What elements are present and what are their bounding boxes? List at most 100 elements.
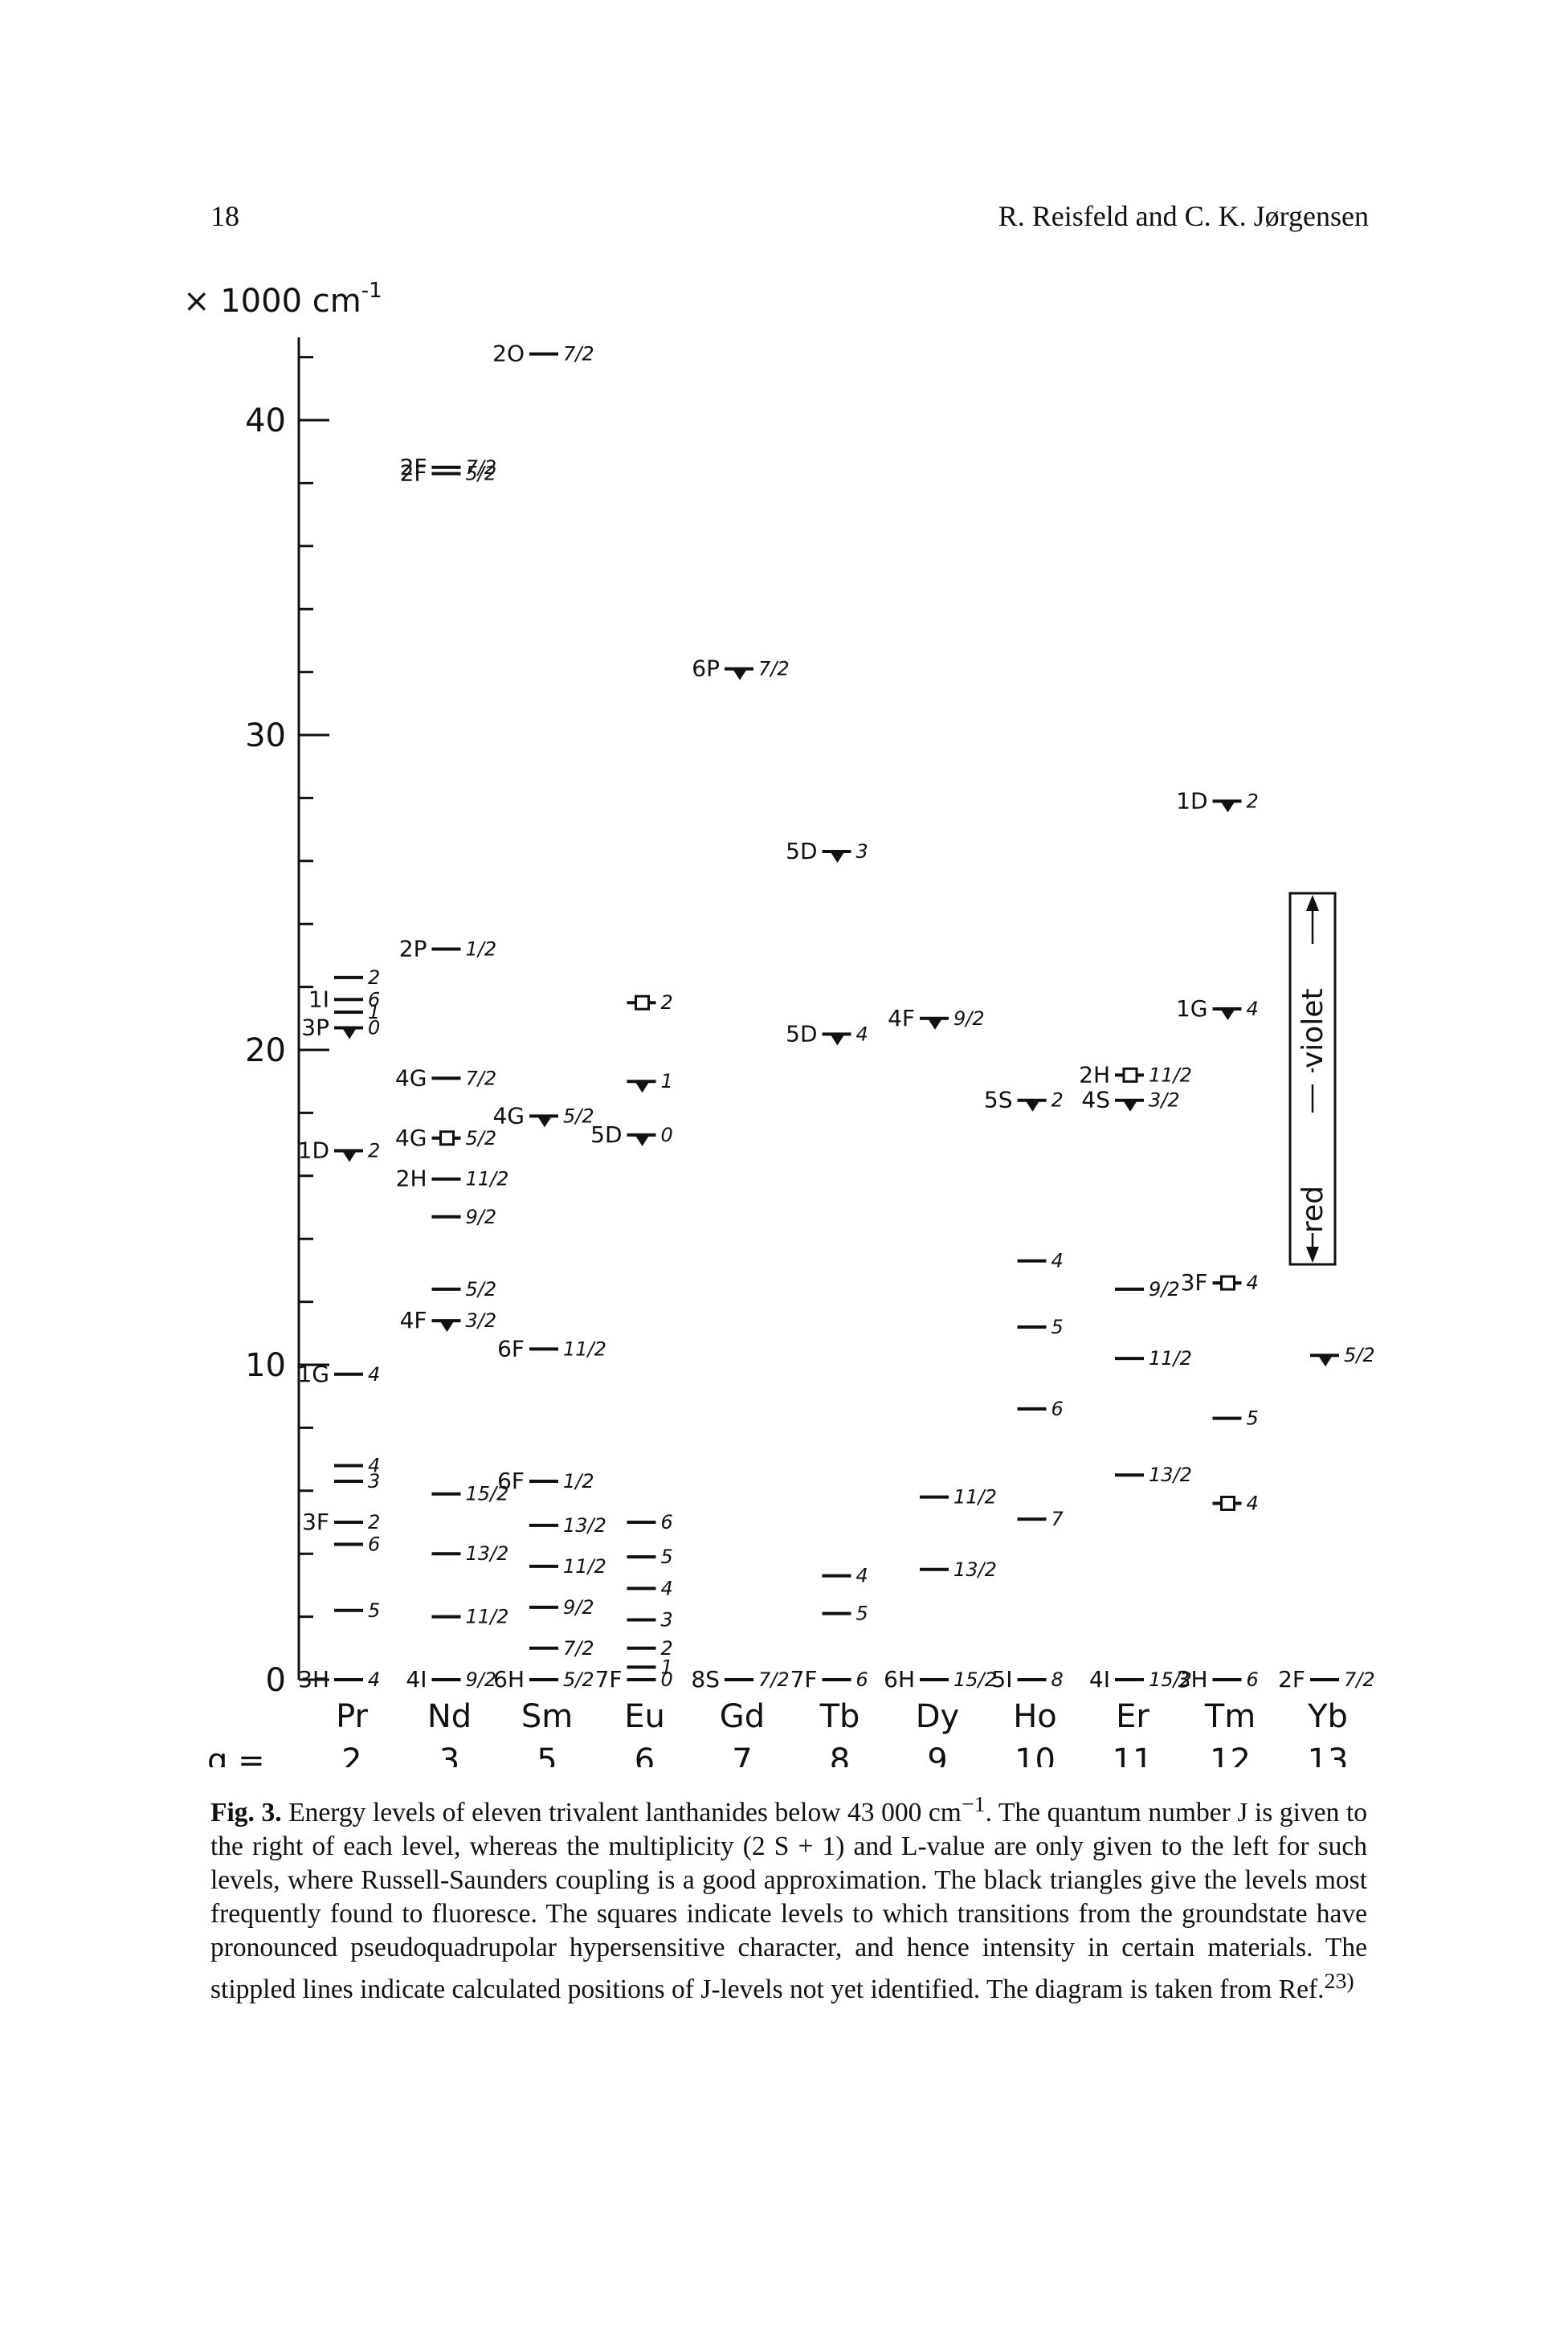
ion-q-label: 9 (927, 1742, 947, 1767)
hypersensitive-square (635, 994, 650, 1011)
energy-level: 5/2 4G (395, 1125, 496, 1151)
energy-level: 13/2 (1115, 1464, 1192, 1486)
energy-level: 6 7F (790, 1666, 868, 1693)
energy-level: 5/24G (492, 1102, 594, 1129)
y-tick-label: 20 (245, 1032, 286, 1069)
level-j-label: 3 (368, 1470, 380, 1493)
level-j-label: 4 (1247, 1492, 1259, 1514)
figure-caption: Fig. 3. Energy levels of eleven trivalen… (210, 1788, 1367, 2007)
level-j-label: 3/2 (1149, 1089, 1180, 1112)
energy-level: 1 (334, 1001, 380, 1023)
level-j-label: 3 (856, 840, 868, 863)
level-j-label: 5 (368, 1599, 380, 1622)
energy-level: 9/24I (406, 1666, 496, 1693)
level-j-label: 5/2 (1344, 1344, 1375, 1366)
level-j-label: 9/2 (953, 1007, 985, 1030)
level-j-label: 7/2 (758, 1668, 790, 1691)
level-j-label: 15/2 (953, 1668, 997, 1691)
level-j-label: 5/2 (466, 1127, 497, 1150)
level-term-label: 2P (399, 936, 427, 962)
y-tick-label: 30 (245, 717, 286, 754)
energy-level: 45D (786, 1020, 868, 1047)
level-j-label: 4 (1051, 1250, 1064, 1272)
level-j-label: 9/2 (563, 1596, 594, 1619)
level-j-label: 0 (661, 1124, 673, 1146)
level-term-label: 5I (991, 1666, 1012, 1693)
level-j-label: 0 (368, 1017, 380, 1039)
ion-element-label: Ho (1013, 1698, 1057, 1735)
energy-level: 25S (984, 1087, 1064, 1113)
hypersensitive-square (1220, 1495, 1235, 1511)
level-term-label: 8S (691, 1666, 720, 1693)
energy-level: 4 (1017, 1250, 1064, 1272)
fluoresce-triangle (342, 1150, 357, 1162)
level-term-label: 4I (406, 1666, 427, 1693)
energy-level: 13/2 (920, 1558, 997, 1581)
page-number: 18 (210, 200, 239, 232)
violet-label: violet (1296, 988, 1329, 1068)
fluoresce-triangle (635, 1081, 650, 1093)
level-term-label: 2F (400, 460, 427, 487)
ion-element-label: Tb (819, 1698, 860, 1735)
energy-level: 15/2 (431, 1483, 509, 1505)
level-j-label: 0 (661, 1668, 673, 1691)
level-term-label: 4G (395, 1125, 427, 1151)
level-term-label: 2F (1278, 1666, 1305, 1693)
level-term-label: 6F (497, 1468, 525, 1494)
caption-text-2: . The quantum number J is given to the r… (210, 1798, 1367, 2005)
y-tick-label: 10 (245, 1347, 286, 1384)
energy-level: 3 (334, 1470, 380, 1493)
level-j-label: 1 (368, 1001, 380, 1023)
level-j-label: 7/2 (466, 456, 497, 479)
level-j-label: 15/2 (466, 1483, 509, 1505)
level-j-label: 6 (661, 1511, 673, 1533)
level-j-label: 6 (1051, 1398, 1064, 1420)
y-tick-label: 0 (266, 1662, 286, 1699)
level-j-label: 7/2 (563, 343, 594, 365)
energy-level: 5 (1017, 1316, 1064, 1338)
level-term-label: 7F (790, 1666, 818, 1693)
energy-level: 07F (595, 1666, 673, 1693)
energy-level: 2 (334, 966, 380, 989)
energy-level: 11/22H (396, 1166, 509, 1192)
ion-element-label: Gd (720, 1698, 765, 1735)
level-j-label: 1/2 (466, 938, 497, 961)
ion-element-label: Eu (624, 1698, 665, 1735)
energy-level: 7 (1017, 1508, 1064, 1530)
arrow-up-head (1306, 895, 1319, 911)
level-term-label: 6P (692, 655, 720, 682)
energy-level: 0 3P (301, 1015, 380, 1041)
hypersensitive-square (1220, 1275, 1235, 1291)
level-term-label: 3P (301, 1015, 329, 1041)
energy-level: 11/2 (529, 1555, 606, 1578)
energy-level: 21D (1176, 787, 1259, 814)
level-term-label: 5D (590, 1121, 622, 1148)
color-bar: violet red (1288, 892, 1337, 1266)
fluoresce-triangle (635, 1134, 650, 1146)
level-j-label: 6 (856, 1668, 868, 1691)
level-j-label: 1/2 (563, 1470, 594, 1493)
level-term-label: 3F (302, 1509, 329, 1535)
level-j-label: 2 (1247, 790, 1259, 812)
energy-level: 6 (334, 1533, 380, 1555)
level-j-label: 5/2 (466, 463, 497, 485)
ion-q-label: 5 (537, 1742, 557, 1767)
level-j-label: 6 (1247, 1668, 1259, 1691)
ion-element-label: Pr (336, 1698, 368, 1735)
level-j-label: 2 (661, 991, 673, 1014)
level-term-label: 1D (298, 1137, 329, 1163)
energy-level: 7/24G (395, 1064, 496, 1091)
level-j-label: 5 (856, 1603, 868, 1625)
level-j-label: 11/2 (563, 1337, 606, 1360)
level-j-label: 4 (368, 1363, 380, 1386)
level-j-label: 1 (661, 1656, 673, 1678)
level-j-label: 8 (1051, 1668, 1064, 1691)
energy-level: 5/2 (1310, 1344, 1375, 1367)
energy-level: 23F (302, 1509, 380, 1535)
energy-level: 1/2 6F (497, 1468, 594, 1494)
level-j-label: 11/2 (953, 1486, 997, 1509)
energy-level: 5 (334, 1599, 380, 1622)
energy-level: 5/26H (493, 1666, 594, 1693)
color-bar-frame (1288, 892, 1337, 1266)
